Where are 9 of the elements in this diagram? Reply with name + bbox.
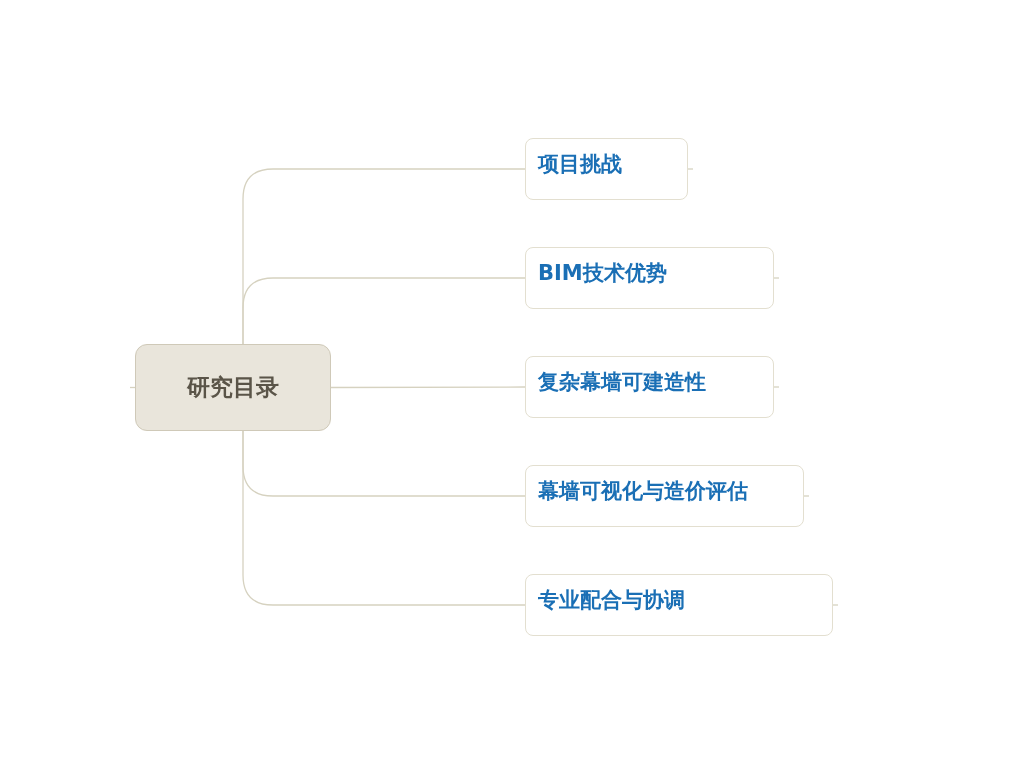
subtopic-box: 幕墙可视化与造价评估: [525, 465, 804, 527]
subtopic-box: BIM技术优势: [525, 247, 774, 309]
branch-line: [242, 430, 526, 606]
branch-line: [242, 277, 526, 345]
subtopic-box: 项目挑战: [525, 138, 688, 200]
branch-line: [330, 386, 526, 389]
central-topic-box: 研究目录: [135, 344, 331, 431]
subtopic-box: 专业配合与协调: [525, 574, 833, 636]
subtopic-box: 复杂幕墙可建造性: [525, 356, 774, 418]
